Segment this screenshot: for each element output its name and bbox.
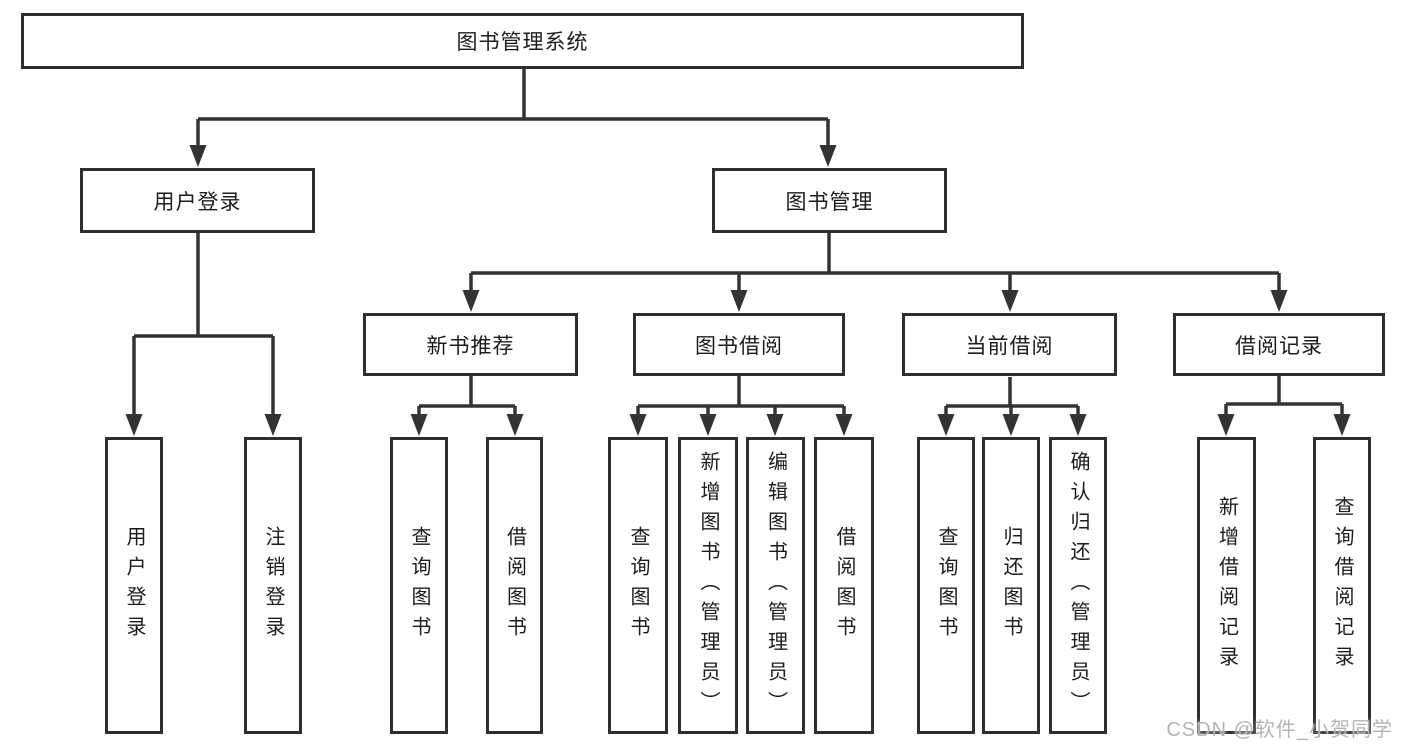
- leaf-user-login: 用户登录: [105, 437, 163, 734]
- leaf-user-login-label: 用户登录: [123, 525, 145, 646]
- leaf-add-book-admin: 新增图书（管理员）: [678, 437, 738, 734]
- leaf-borrow-books-newrec: 借阅图书: [486, 437, 543, 734]
- node-current-borrowing: 当前借阅: [902, 313, 1117, 376]
- leaf-logout-label: 注销登录: [262, 525, 284, 646]
- leaf-query-books-current: 查询图书: [917, 437, 975, 734]
- leaf-query-borrow-record-label: 查询借阅记录: [1331, 495, 1353, 676]
- leaf-borrow-books-borrow: 借阅图书: [814, 437, 874, 734]
- node-user-login: 用户登录: [80, 168, 315, 233]
- leaf-return-book: 归还图书: [982, 437, 1040, 734]
- leaf-borrow-books-borrow-label: 借阅图书: [833, 525, 855, 646]
- leaf-query-books-current-label: 查询图书: [935, 525, 957, 646]
- leaf-query-books-newrec: 查询图书: [390, 437, 448, 734]
- leaf-query-books-borrow: 查询图书: [608, 437, 668, 734]
- leaf-add-borrow-record-label: 新增借阅记录: [1215, 495, 1238, 676]
- leaf-query-borrow-record: 查询借阅记录: [1313, 437, 1371, 734]
- node-new-book-recommend: 新书推荐: [363, 313, 578, 376]
- node-book-management: 图书管理: [712, 168, 947, 233]
- csdn-watermark: CSDN @软件_小贺同学: [1166, 719, 1393, 741]
- leaf-borrow-books-newrec-label: 借阅图书: [503, 525, 526, 646]
- leaf-edit-book-admin: 编辑图书（管理员）: [746, 437, 805, 734]
- leaf-confirm-return-admin: 确认归还（管理员）: [1049, 437, 1107, 734]
- leaf-edit-book-admin-label: 编辑图书（管理员）: [764, 450, 787, 721]
- leaf-query-books-borrow-label: 查询图书: [627, 525, 649, 646]
- arrowheads: [125, 145, 1351, 436]
- node-borrowing-records: 借阅记录: [1173, 313, 1385, 376]
- leaf-add-book-admin-label: 新增图书（管理员）: [697, 450, 719, 721]
- leaf-query-books-newrec-label: 查询图书: [408, 525, 430, 646]
- node-root: 图书管理系统: [21, 13, 1024, 69]
- leaf-confirm-return-admin-label: 确认归还（管理员）: [1067, 450, 1089, 721]
- node-book-borrowing: 图书借阅: [633, 313, 845, 376]
- leaf-add-borrow-record: 新增借阅记录: [1197, 437, 1256, 734]
- leaf-logout: 注销登录: [244, 437, 302, 734]
- leaf-return-book-label: 归还图书: [1000, 525, 1022, 646]
